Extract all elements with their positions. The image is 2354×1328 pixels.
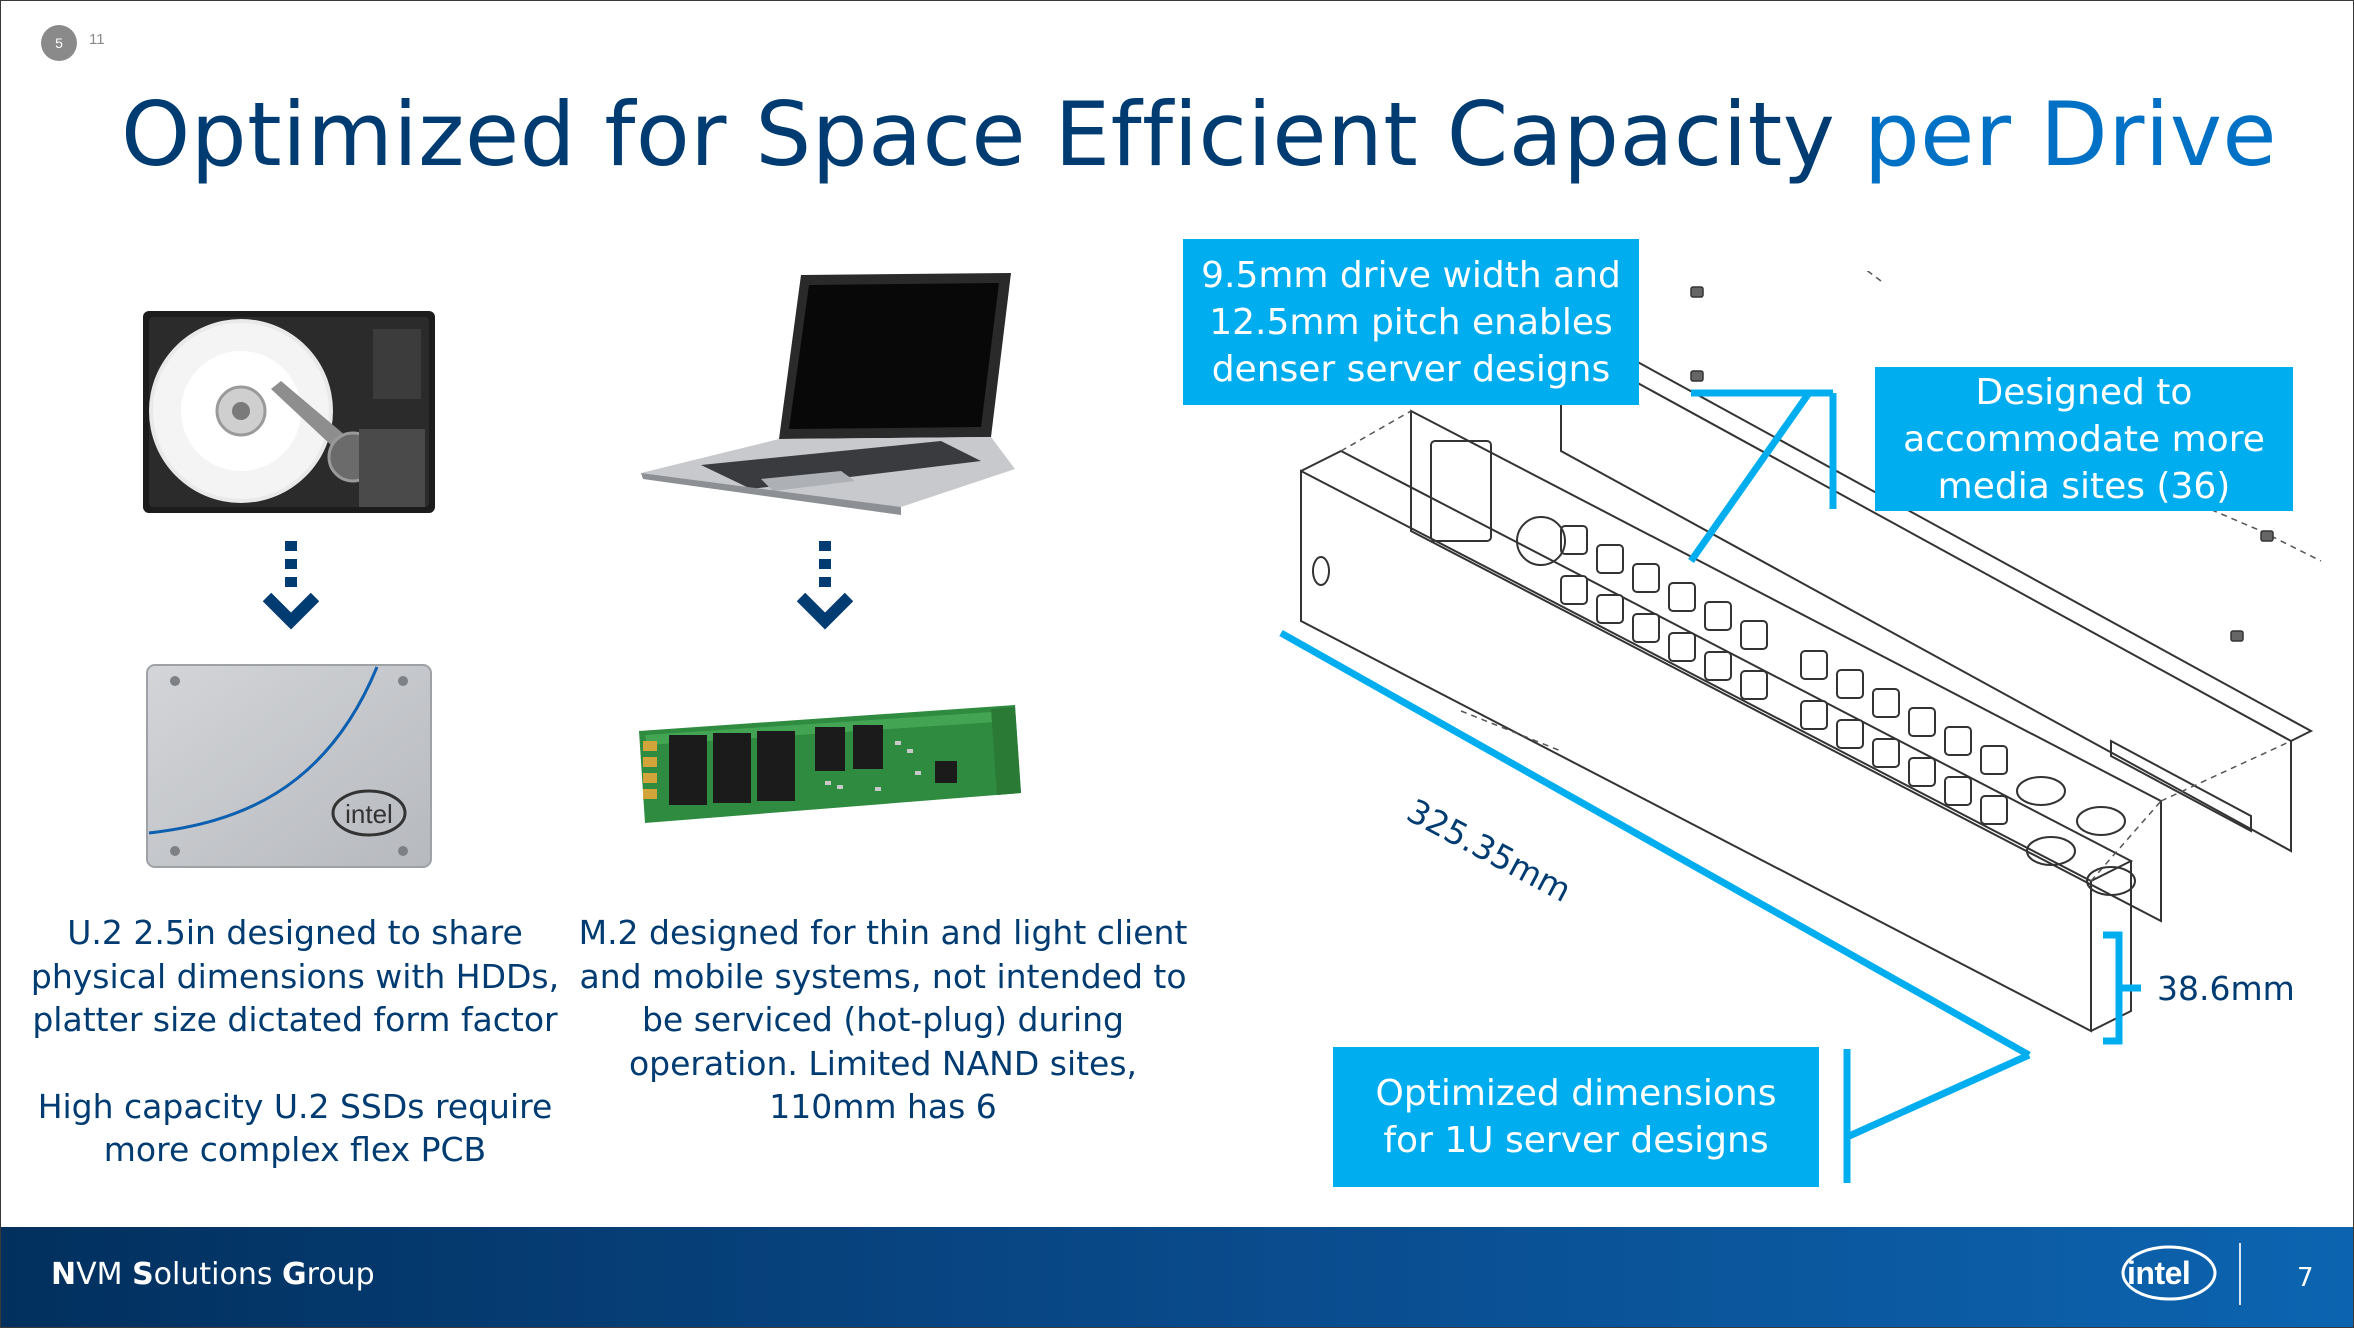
footer-word: VM <box>76 1257 133 1292</box>
callout-line: for 1U server designs <box>1383 1120 1769 1161</box>
callout-line: media sites (36) <box>1937 465 2231 507</box>
laptop-image <box>641 273 1015 515</box>
caption-line: High capacity U.2 SSDs require <box>37 1086 553 1126</box>
caption-line: physical dimensions with HDDs, <box>30 956 560 996</box>
footer-initial: N <box>51 1257 77 1292</box>
title-accent: per Drive <box>1863 83 2278 186</box>
callout-line: Designed to <box>1975 371 2193 413</box>
callout-line: 9.5mm drive width and <box>1201 254 1621 296</box>
m2-caption: M.2 designed for thin and light client a… <box>571 911 1195 1129</box>
slide-title: Optimized for Space Efficient Capacity p… <box>121 83 2277 186</box>
hdd-image <box>143 311 435 513</box>
caption-line: M.2 designed for thin and light client <box>578 913 1188 952</box>
caption-line: platter size dictated form factor <box>32 1000 558 1039</box>
footer-divider <box>2239 1243 2241 1305</box>
footer-group-name: NVM Solutions Group <box>51 1257 375 1292</box>
intel-logo-text: intel <box>2127 1255 2191 1291</box>
callout-width-pitch: 9.5mm drive width and 12.5mm pitch enabl… <box>1183 239 1639 405</box>
page-total: 11 <box>89 31 105 48</box>
m2-ssd-image <box>639 705 1021 823</box>
down-arrow-icon <box>797 541 853 630</box>
caption-line: U.2 2.5in designed to share <box>67 913 523 952</box>
callout-line: denser server designs <box>1211 348 1611 390</box>
callout-optimized-1u: Optimized dimensions for 1U server desig… <box>1333 1047 1819 1187</box>
caption-line: be serviced (hot-plug) during <box>641 1000 1124 1039</box>
caption-line: and mobile systems, not intended to <box>579 956 1187 996</box>
intel-logo-icon <box>2121 1245 2217 1301</box>
callout-line: 12.5mm pitch enables <box>1209 301 1613 343</box>
height-dimension-label: 38.6mm <box>2157 969 2295 1008</box>
down-arrow-icon <box>263 541 319 630</box>
caption-line: operation. Limited NAND sites, <box>628 1043 1138 1083</box>
title-main: Optimized for Space Efficient Capacity <box>121 83 1864 186</box>
u2-caption: U.2 2.5in designed to share physical dim… <box>21 911 569 1172</box>
caption-line: more complex flex PCB <box>103 1130 487 1169</box>
slide-page-number: 7 <box>2297 1263 2314 1293</box>
caption-line: 110mm has 6 <box>769 1087 997 1126</box>
footer-initial: S <box>132 1257 154 1292</box>
footer-word: roup <box>306 1257 375 1292</box>
ssd-logo: intel <box>345 799 393 829</box>
callout-line: Optimized dimensions <box>1375 1073 1777 1114</box>
u2-ssd-image: intel <box>146 664 432 868</box>
callout-line: accommodate more <box>1903 418 2265 460</box>
callout-media-sites: Designed to accommodate more media sites… <box>1875 367 2293 511</box>
page-badge: 5 <box>41 25 77 61</box>
footer-initial: G <box>282 1257 307 1292</box>
footer-bar <box>1 1227 2353 1327</box>
footer-word: olutions <box>153 1257 283 1292</box>
